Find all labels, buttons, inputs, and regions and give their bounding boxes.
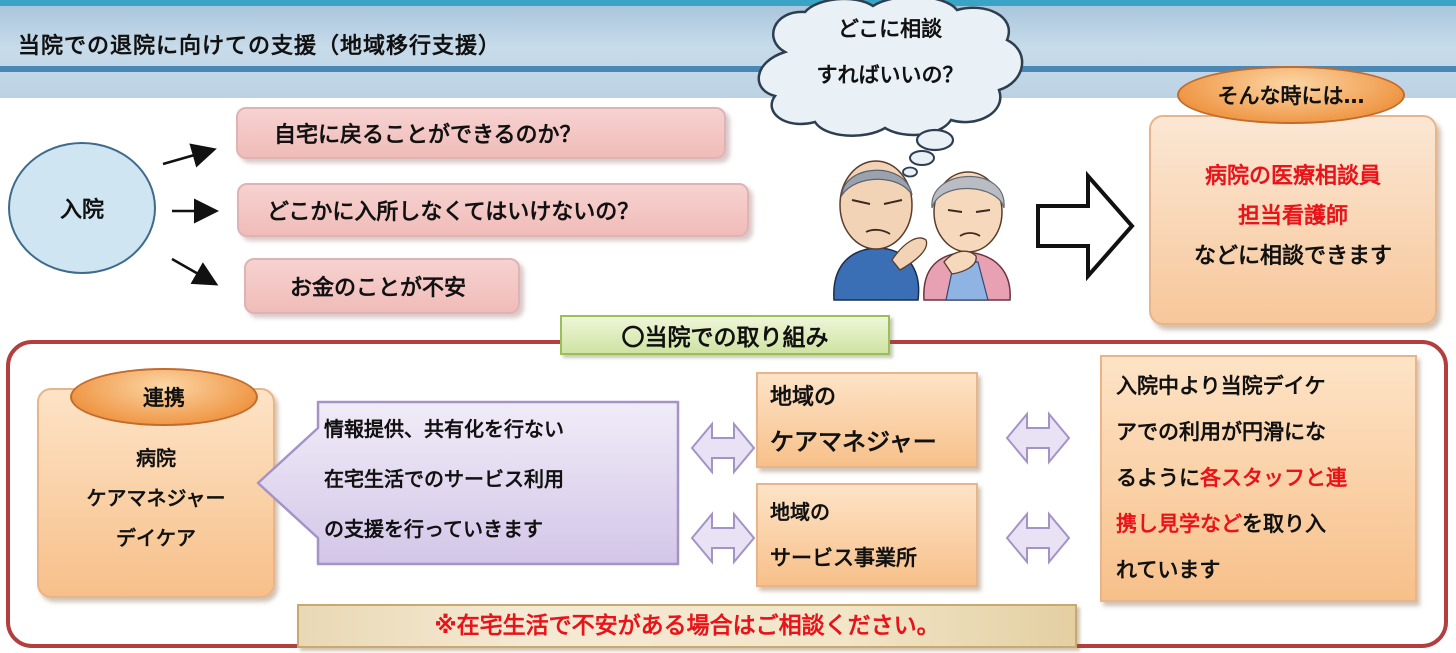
hospitalization-label: 入院	[59, 198, 104, 223]
daycare-line-5: れています	[1116, 558, 1221, 582]
advice-line-3: などに相談できます	[1193, 244, 1392, 269]
daycare-line-3a: るように	[1116, 466, 1200, 490]
daycare-line-3: るように各スタッフと連	[1116, 455, 1405, 501]
initiatives-title: 〇当院での取り組み	[621, 325, 829, 351]
daycare-line-1: 入院中より当院デイケ	[1116, 374, 1326, 398]
concern-text-money: お金のことが不安	[290, 276, 467, 301]
local-care-manager-line-2: ケアマネジャー	[770, 428, 937, 456]
double-arrow-icon-service-office-left	[690, 511, 756, 565]
advice-line-1: 病院の医療相談員	[1204, 164, 1381, 189]
right-arrow-icon	[1036, 170, 1135, 282]
initiatives-title-tab: 〇当院での取り組み	[560, 315, 890, 355]
notice-text: ※在宅生活で不安がある場合はご相談ください。	[434, 613, 940, 639]
concern-text-home: 自宅に戻ることができるのか？	[274, 123, 582, 148]
advice-box: 病院の医療相談員 担当看護師 などに相談できます	[1149, 115, 1437, 325]
collaboration-header: 連携	[143, 386, 185, 410]
page-title: 当院での退院に向けての支援（地域移行支援）	[18, 34, 502, 59]
concern-text-facility: どこかに入所しなくてはいけないの？	[267, 200, 640, 225]
double-arrow-icon-service-office-right	[1005, 511, 1071, 565]
double-arrow-icon-care-manager-right	[1005, 411, 1071, 465]
title-divider	[0, 66, 1456, 72]
hospitalization-oval: 入院	[8, 142, 156, 274]
double-arrow-icon-care-manager-left	[690, 421, 756, 475]
advice-header-oval: そんな時には…	[1177, 66, 1405, 124]
info-line-3: の支援を行っていきます	[324, 517, 543, 541]
concern-box-home: 自宅に戻ることができるのか？	[236, 107, 726, 159]
thought-bubble	[757, 0, 1024, 178]
info-callout-shape	[256, 400, 680, 566]
thought-line-1: どこに相談	[837, 17, 943, 41]
collaboration-item-care-manager: ケアマネジャー	[86, 486, 226, 510]
local-service-office-line-2: サービス事業所	[770, 546, 917, 570]
daycare-line-4: 携し見学などを取り入	[1116, 501, 1405, 547]
thought-line-2: すればいいの？	[816, 63, 964, 87]
local-care-manager-line-1: 地域の	[770, 385, 837, 410]
arrow-to-concern-3	[171, 257, 219, 286]
daycare-support-box: 入院中より当院デイケ アでの利用が円滑にな るように各スタッフと連 携し見学など…	[1100, 355, 1417, 602]
info-sharing-callout: 情報提供、共有化を行ない 在宅生活でのサービス利用 の支援を行っていきます	[254, 398, 684, 568]
daycare-line-3b: 各スタッフと連	[1200, 466, 1347, 490]
advice-header: そんな時には…	[1217, 84, 1365, 108]
info-line-2: 在宅生活でのサービス利用	[324, 467, 564, 491]
daycare-line-2: アでの利用が円滑にな	[1116, 420, 1326, 444]
arrow-to-concern-1	[162, 143, 217, 168]
collaboration-item-daycare: デイケア	[116, 526, 196, 550]
thought-bubble-text: どこに相談 すればいいの？	[790, 6, 990, 98]
concern-box-facility: どこかに入所しなくてはいけないの？	[237, 183, 749, 237]
info-line-1: 情報提供、共有化を行ない	[324, 417, 564, 441]
daycare-line-4b: を取り入	[1242, 512, 1326, 536]
concern-box-money: お金のことが不安	[244, 258, 520, 314]
local-care-manager-box: 地域の ケアマネジャー	[756, 372, 978, 468]
worried-elderly-couple-illustration	[833, 160, 1011, 301]
title-bar: 当院での退院に向けての支援（地域移行支援）	[0, 0, 1456, 98]
daycare-line-4a: 携し見学など	[1116, 512, 1242, 536]
collaboration-item-hospital: 病院	[136, 446, 176, 470]
local-service-office-line-1: 地域の	[770, 500, 830, 524]
advice-line-2: 担当看護師	[1237, 204, 1348, 229]
collaboration-header-oval: 連携	[70, 368, 258, 426]
consultation-notice: ※在宅生活で不安がある場合はご相談ください。	[297, 604, 1077, 648]
local-service-office-box: 地域の サービス事業所	[756, 483, 978, 587]
